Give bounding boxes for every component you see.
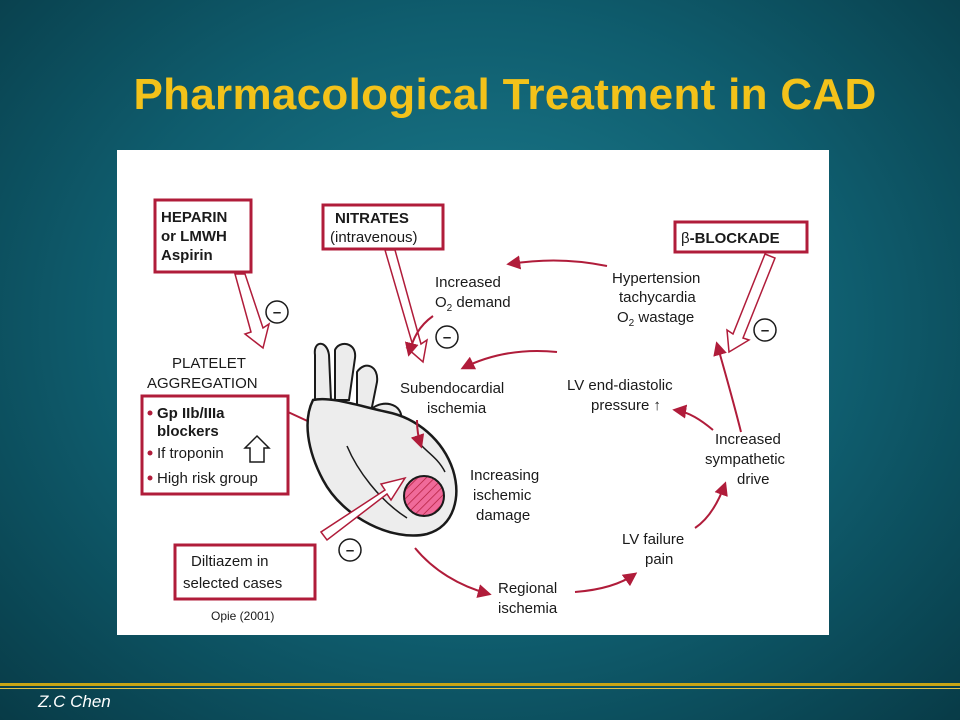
regional-line-1: Regional [498,580,557,597]
heparin-line-2: or LMWH [161,228,227,245]
lv-pressure-line-1: LV end-diastolic [567,377,673,394]
nitrates-title: NITRATES [335,210,409,227]
hypertension-line-1: Hypertension [612,270,700,287]
author-credit: Z.C Chen [38,692,111,711]
subendocardial-line-2: ischemia [427,400,487,417]
platelet-line-1: PLATELET [172,355,246,372]
arrow-heart-to-regional [414,547,492,598]
inhibit-symbol-nitrates: – [443,329,451,346]
beta-blockade-label: β-BLOCKADE [681,230,780,247]
slide-title: Pharmacological Treatment in CAD [133,70,877,119]
inhibit-symbol-heparin: – [273,304,281,321]
platelet-line-2: AGGREGATION [147,375,258,392]
subendocardial-line-1: Subendocardial [400,380,504,397]
gp-line-3: If troponin [157,445,224,462]
o2-demand-line-1: Increased [435,274,501,291]
nitrates-box [321,203,445,251]
damage-line-1: Increasing [470,467,539,484]
arrow-hypertension-to-demand [506,255,608,270]
bullet-icon [147,450,153,456]
inhibit-symbol-diltiazem: – [346,542,354,559]
gp-line-1: Gp IIb/IIIa [157,405,225,422]
inhibit-symbol-beta: – [761,322,769,339]
arrow-pressure-to-subendocardial [460,349,558,370]
bullet-icon [147,410,153,416]
lv-failure-line-1: LV failure [622,531,684,548]
inhibit-icon-diltiazem [338,538,362,562]
gp-line-4: High risk group [157,470,258,487]
sympathetic-line-1: Increased [715,431,781,448]
beta-blockade-box [673,220,809,254]
hypertension-line-3: O2 wastage [617,309,694,329]
gp-line-2: blockers [157,423,219,440]
arrow-sympathetic-to-pressure [672,404,714,431]
lv-pressure-line-2: pressure↑ [591,397,661,414]
diagram-panel: HEPARIN or LMWH Aspirin – NITRATES (intr… [117,150,829,635]
citation: Opie (2001) [211,609,274,623]
inhibit-icon-heparin [265,300,289,324]
cycle-arrows [404,255,742,598]
arrow-failure-to-sympathetic [694,481,728,529]
footer-divider [0,683,960,686]
heparin-box [153,198,253,274]
nitrates-subtitle: (intravenous) [330,229,418,246]
diltiazem-box [173,543,317,601]
o2-demand-line-2: O2 demand [435,294,511,314]
arrow-sympathetic-to-hypertension [713,341,742,433]
nitrates-arrow [384,249,429,364]
diltiazem-line-1: Diltiazem in [191,553,269,570]
arrow-demand-to-subendocardial [404,315,434,357]
arrow-regional-to-failure [574,572,638,593]
beta-blockade-arrow [726,253,776,354]
damage-line-2: ischemic [473,487,532,504]
heparin-line-1: HEPARIN [161,209,227,226]
sympathetic-line-3: drive [737,471,770,488]
cad-treatment-diagram: HEPARIN or LMWH Aspirin – NITRATES (intr… [140,198,809,623]
heparin-arrow [234,273,271,350]
inhibit-icon-beta [753,318,777,342]
damage-line-3: damage [476,507,530,524]
bullet-icon [147,475,153,481]
heart-icon [306,342,458,537]
arrow-subendocardial-to-heart [410,419,425,449]
heparin-line-3: Aspirin [161,247,213,264]
regional-line-2: ischemia [498,600,558,617]
footer-divider-thin [0,688,960,689]
lv-failure-line-2: pain [645,551,673,568]
increase-arrow-icon [243,434,271,463]
diltiazem-arrow [319,476,407,542]
hypertension-line-2: tachycardia [619,289,696,306]
diltiazem-line-2: selected cases [183,575,282,592]
sympathetic-line-2: sympathetic [705,451,786,468]
inhibit-icon-nitrates [435,325,459,349]
infarct-region [403,475,445,517]
